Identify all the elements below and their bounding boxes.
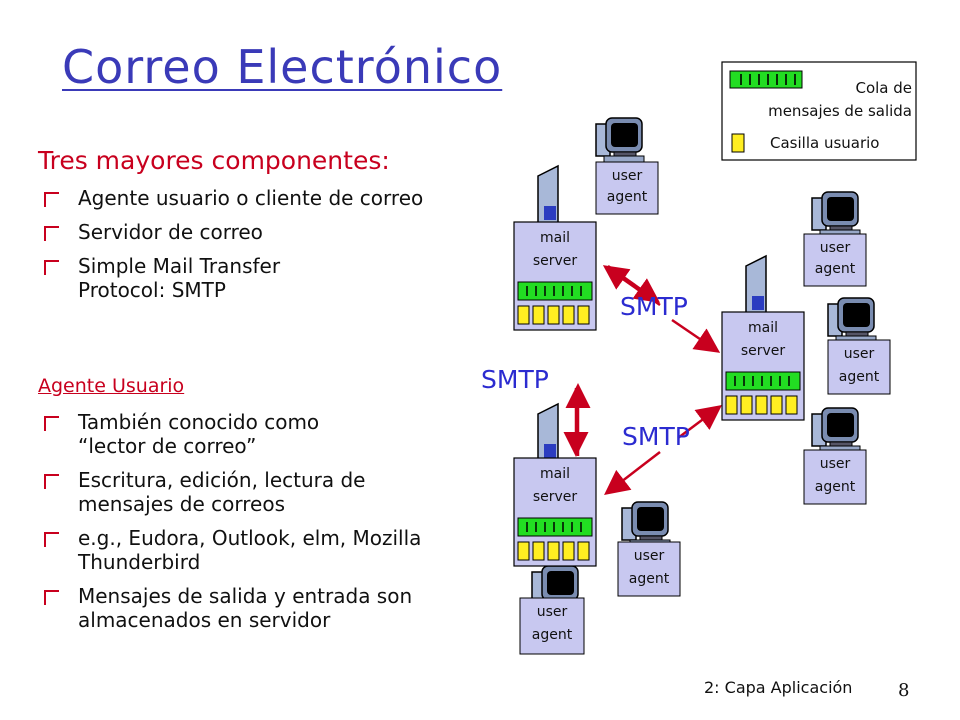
- list-item-text: Simple Mail Transfer Protocol: SMTP: [78, 254, 281, 302]
- smtp-arrow: [677, 405, 722, 439]
- computer-icon: [827, 297, 877, 343]
- page-number: 8: [898, 680, 910, 701]
- list-item: Simple Mail Transfer Protocol: SMTP: [44, 254, 444, 302]
- smtp-arrow: [604, 451, 661, 496]
- server-label: mail: [540, 466, 570, 482]
- list-item: Mensajes de salida y entrada son almacen…: [44, 584, 454, 632]
- agent-label: user: [844, 346, 875, 362]
- smtp-label: SMTP: [481, 365, 549, 394]
- slide-title: Correo Electrónico: [62, 40, 503, 94]
- list-item-text: Mensajes de salida y entrada son almacen…: [78, 584, 413, 632]
- queue-legend-label: Cola de: [855, 79, 912, 97]
- mailbox-legend-swatch: [731, 133, 745, 153]
- server-label: server: [741, 343, 786, 359]
- bullet-icon: [44, 192, 59, 207]
- list-item-text: e.g., Eudora, Outlook, elm, Mozilla Thun…: [78, 526, 422, 574]
- list-item-text: Agente usuario o cliente de correo: [78, 186, 424, 210]
- smtp-label: SMTP: [622, 422, 690, 451]
- agent-label: agent: [815, 261, 856, 277]
- agent-label: user: [820, 456, 851, 472]
- smtp-arrow: [602, 265, 661, 307]
- list-item-text: Servidor de correo: [78, 220, 263, 244]
- mail-server-2: mail server: [721, 311, 805, 421]
- server-label: mail: [540, 230, 570, 246]
- smtp-arrow: [671, 318, 721, 353]
- user-agent: user agent: [803, 233, 867, 287]
- agent-label: agent: [629, 571, 670, 587]
- components-heading: Tres mayores componentes:: [38, 146, 390, 175]
- mail-server-1: mail server: [513, 221, 597, 331]
- queue-legend-swatch: [729, 70, 803, 89]
- bullet-icon: [44, 474, 59, 489]
- agent-label: agent: [532, 627, 573, 643]
- user-agent: user agent: [519, 597, 585, 655]
- mailbox-legend-label: Casilla usuario: [770, 134, 879, 152]
- footer-chapter: 2: Capa Aplicación: [704, 678, 853, 697]
- user-agent: user agent: [803, 449, 867, 505]
- list-item: Servidor de correo: [44, 220, 444, 244]
- agent-heading: Agente Usuario: [38, 375, 185, 397]
- list-item: Agente usuario o cliente de correo: [44, 186, 444, 210]
- bullet-icon: [44, 532, 59, 547]
- components-list: Agente usuario o cliente de correo Servi…: [44, 186, 444, 312]
- computer-icon: [595, 117, 645, 163]
- agent-label: agent: [815, 479, 856, 495]
- agent-label: agent: [839, 369, 880, 385]
- agent-label: user: [820, 240, 851, 256]
- user-agent: user agent: [617, 541, 681, 597]
- list-item: Escritura, edición, lectura de mensajes …: [44, 468, 454, 516]
- bullet-icon: [44, 260, 59, 275]
- agent-list: También conocido como “lector de correo”…: [44, 410, 454, 642]
- queue-legend-label-2: mensajes de salida: [768, 102, 912, 120]
- server-label: server: [533, 253, 578, 269]
- mail-server-3: mail server: [513, 457, 597, 567]
- agent-label: user: [537, 604, 568, 620]
- list-item: e.g., Eudora, Outlook, elm, Mozilla Thun…: [44, 526, 454, 574]
- smtp-label: SMTP: [620, 292, 688, 321]
- bullet-icon: [44, 416, 59, 431]
- bullet-icon: [44, 226, 59, 241]
- agent-label: agent: [607, 189, 648, 205]
- list-item: También conocido como “lector de correo”: [44, 410, 454, 458]
- agent-label: user: [612, 168, 643, 184]
- server-label: mail: [748, 320, 778, 336]
- computer-icon: [621, 501, 671, 547]
- server-label: server: [533, 489, 578, 505]
- bullet-icon: [44, 590, 59, 605]
- user-agent: user agent: [827, 339, 891, 395]
- list-item-text: También conocido como “lector de correo”: [78, 410, 320, 458]
- agent-label: user: [634, 548, 665, 564]
- computer-icon: [811, 191, 861, 237]
- user-agent: user agent: [595, 161, 659, 215]
- computer-icon: [811, 407, 861, 453]
- list-item-text: Escritura, edición, lectura de mensajes …: [78, 468, 366, 516]
